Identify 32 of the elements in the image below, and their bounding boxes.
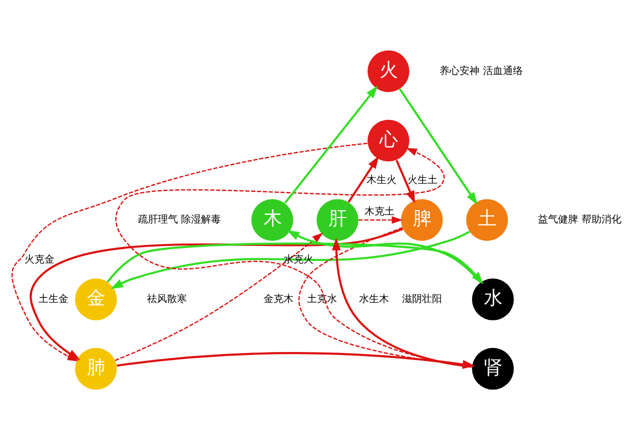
arrow	[110, 230, 470, 290]
edge-label: 水生木	[358, 294, 389, 305]
node-circle: 火	[368, 50, 410, 92]
arrow	[284, 86, 378, 204]
edge-label: 木克土	[364, 206, 395, 218]
node-circle: 肾	[472, 348, 514, 390]
node-circle: 脾	[400, 199, 443, 241]
node-label: 养心安神 活血通络	[440, 66, 523, 77]
arrow	[396, 160, 416, 204]
node-circle: 肝	[316, 199, 358, 241]
edge-label: 木生火	[366, 174, 396, 186]
node-label: 疏肝理气 除湿解毒	[138, 214, 222, 226]
arrow	[115, 148, 472, 367]
edge-label: 火克金	[24, 254, 55, 266]
node-circle: 心	[368, 120, 410, 162]
node-label: 祛风散寒	[146, 294, 187, 305]
node-label: 益气健脾 帮助消化	[538, 214, 622, 226]
edge-label: 金克木	[264, 294, 294, 305]
arrow	[114, 232, 324, 361]
arrow	[348, 156, 379, 203]
node-circle: 土	[466, 199, 508, 241]
node-circle: 金	[75, 278, 117, 320]
node-circle: 木	[251, 199, 294, 241]
arrow	[358, 216, 403, 224]
edge-label: 土生金	[38, 294, 69, 305]
node-label: 滋阴壮阳	[402, 294, 442, 305]
node-circle: 水	[472, 278, 514, 320]
edge-label: 火生土	[407, 174, 438, 186]
arrow	[332, 238, 472, 368]
arrow	[286, 230, 482, 284]
arrow	[398, 88, 478, 205]
node-circle: 肺	[75, 348, 117, 390]
